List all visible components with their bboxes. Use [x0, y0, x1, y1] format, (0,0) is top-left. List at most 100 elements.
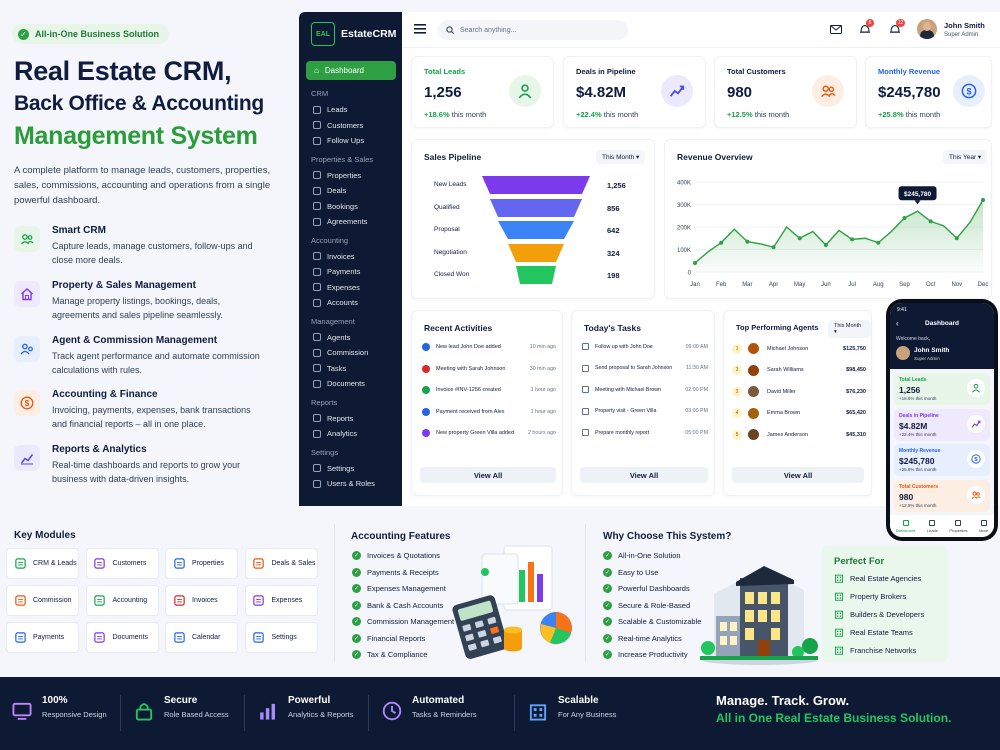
funnel-segment[interactable] [476, 243, 596, 262]
kpi-change: +18.6% this month [899, 396, 937, 401]
user-role: Super Admin [914, 356, 940, 361]
avatar[interactable] [917, 19, 937, 39]
mobile-kpi-card[interactable]: Monthly Revenue$245,780+25.8% this month… [894, 444, 990, 476]
sidebar-item-reports[interactable]: Reports [313, 414, 353, 423]
sidebar-item-properties[interactable]: Properties [313, 171, 361, 180]
sidebar-item-deals[interactable]: Deals [313, 186, 346, 195]
sidebar-item-dashboard[interactable]: ⌂ Dashboard [306, 61, 396, 80]
tab-label: More [979, 527, 989, 533]
sidebar-item-bookings[interactable]: Bookings [313, 202, 358, 211]
funnel-segment[interactable] [476, 176, 596, 194]
mobile-tab-properties[interactable]: Properties [949, 519, 968, 533]
sidebar-item-settings[interactable]: Settings [313, 464, 354, 473]
nav-icon [313, 414, 321, 422]
feature-check-item: ✓Powerful Dashboards [603, 584, 690, 593]
module-settings[interactable]: Settings [244, 622, 318, 653]
sidebar-item-tasks[interactable]: Tasks [313, 364, 346, 373]
building-icon [834, 609, 844, 619]
module-customers[interactable]: Customers [85, 548, 159, 579]
view-all-button[interactable]: View All [580, 467, 708, 483]
funnel-segment[interactable] [476, 266, 596, 285]
sidebar-item-agreements[interactable]: Agreements [313, 217, 367, 226]
module-calendar[interactable]: Calendar [165, 622, 238, 653]
task-checkbox[interactable] [582, 364, 589, 372]
view-all-button[interactable]: View All [732, 467, 864, 483]
mobile-tab-more[interactable]: More [979, 519, 989, 533]
module-payments[interactable]: Payments [6, 622, 79, 653]
sidebar-item-analytics[interactable]: Analytics [313, 429, 357, 438]
back-icon[interactable]: ‹ [896, 319, 899, 328]
menu-icon[interactable] [414, 24, 426, 34]
view-all-button[interactable]: View All [420, 467, 556, 483]
module-documents[interactable]: Documents [85, 622, 159, 653]
mobile-tab-leads[interactable]: Leads [927, 519, 938, 533]
module-expenses[interactable]: Expenses [244, 585, 318, 616]
welcome-text: Welcome back, [896, 336, 931, 342]
sidebar-item-payments[interactable]: Payments [313, 267, 360, 276]
module-deals-sales[interactable]: Deals & Sales [244, 548, 318, 579]
alert-icon[interactable]: 12 [889, 19, 905, 35]
sidebar-item-follow-ups[interactable]: Follow Ups [313, 136, 364, 145]
mobile-kpi-card[interactable]: Deals in Pipeline$4.82M+22.4% this month [894, 408, 990, 441]
sidebar-item-commission[interactable]: Commission [313, 348, 368, 357]
mobile-tab-dashboard[interactable]: Dashboard [896, 519, 915, 533]
module-properties[interactable]: Properties [165, 548, 238, 579]
module-commission[interactable]: Commission [6, 585, 79, 616]
task-checkbox[interactable] [582, 343, 589, 350]
sidebar-section-label: Management [311, 316, 355, 326]
sidebar-item-customers[interactable]: Customers [313, 121, 363, 130]
period-select[interactable]: This Month ▾ [828, 320, 871, 338]
kpi-change: +22.4% this month [899, 431, 937, 437]
badge-label: All-in-One Business Solution [35, 29, 160, 39]
perfect-for-item: Real Estate Agencies [834, 573, 921, 583]
module-invoices[interactable]: Invoices [165, 585, 238, 616]
module-label: Documents [112, 634, 148, 641]
funnel-segment[interactable] [476, 198, 596, 217]
module-crm-leads[interactable]: CRM & Leads [6, 548, 79, 579]
app-logo[interactable]: EAL EstateCRM [311, 22, 396, 46]
task-checkbox[interactable] [582, 386, 589, 393]
feature-check-item: ✓Commission Management [352, 617, 454, 626]
module-accounting[interactable]: Accounting [85, 585, 159, 616]
kpi-card[interactable]: Monthly Revenue$245,780+25.8% this month… [865, 56, 992, 128]
sidebar-item-expenses[interactable]: Expenses [313, 283, 360, 292]
sidebar-item-agents[interactable]: Agents [313, 333, 350, 342]
task-checkbox[interactable] [582, 429, 589, 436]
sidebar-item-leads[interactable]: Leads [313, 105, 347, 114]
data-point [954, 236, 959, 241]
mail-icon[interactable] [830, 25, 842, 34]
sidebar-item-documents[interactable]: Documents [313, 379, 365, 388]
bell-icon[interactable]: 6 [859, 19, 874, 35]
period-select[interactable]: This Month ▾ [596, 150, 646, 164]
sidebar-item-invoices[interactable]: Invoices [313, 252, 355, 261]
period-select[interactable]: This Year ▾ [943, 150, 988, 164]
feature-check-item: ✓Tax & Compliance [352, 650, 427, 659]
task-checkbox[interactable] [582, 407, 589, 415]
sidebar-item-accounts[interactable]: Accounts [313, 298, 358, 307]
kpi-card[interactable]: Deals in Pipeline$4.82M+22.4% this month [563, 56, 706, 128]
search-input[interactable]: Search anything... [438, 20, 628, 40]
kpi-value: $245,780 [878, 84, 941, 101]
mobile-preview: 9:41 ‹ Dashboard Welcome back, John Smit… [886, 299, 998, 541]
sidebar-item-users-roles[interactable]: Users & Roles [313, 479, 375, 488]
funnel-segment[interactable] [476, 221, 596, 240]
